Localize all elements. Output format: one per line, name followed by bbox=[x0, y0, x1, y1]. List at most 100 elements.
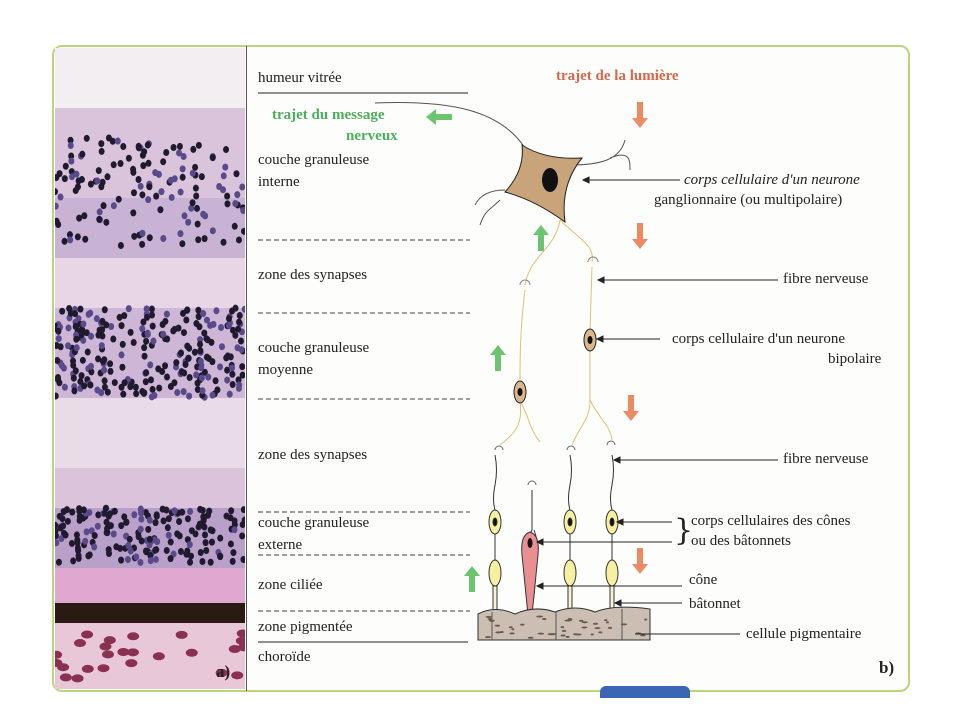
nucleus-dot bbox=[82, 235, 89, 243]
layer-label-inner-granular-2: interne bbox=[258, 174, 300, 190]
nucleus-dot bbox=[130, 168, 137, 176]
pigment-cell-label: cellule pigmentaire bbox=[746, 626, 862, 642]
nucleus-dot bbox=[160, 158, 167, 166]
nucleus-dot bbox=[137, 525, 144, 533]
nucleus-dot bbox=[209, 358, 216, 366]
nucleus-dot bbox=[146, 516, 153, 524]
layer-label-middle-granular-2: moyenne bbox=[258, 362, 313, 378]
nucleus-dot bbox=[239, 371, 245, 379]
nucleus-dot bbox=[146, 234, 153, 242]
nucleus-dot bbox=[175, 324, 182, 332]
nucleus-dot bbox=[189, 199, 196, 207]
nucleus-dot bbox=[67, 142, 74, 150]
choroid-cell bbox=[185, 648, 198, 657]
nucleus-dot bbox=[176, 149, 183, 157]
pigment-granule bbox=[561, 629, 567, 632]
nucleus-dot bbox=[174, 530, 181, 538]
nucleus-dot bbox=[192, 163, 199, 171]
nucleus-dot bbox=[167, 383, 174, 391]
nucleus-dot bbox=[107, 360, 114, 368]
nucleus-dot bbox=[105, 134, 112, 142]
choroid-cell bbox=[126, 648, 139, 657]
nucleus-dot bbox=[72, 367, 79, 375]
nucleus-dot bbox=[232, 200, 239, 208]
nucleus-dot bbox=[62, 531, 69, 539]
rod-fibre bbox=[568, 454, 572, 511]
pigment-granule bbox=[560, 626, 565, 629]
nucleus-dot bbox=[70, 361, 77, 369]
choroid-cell bbox=[235, 636, 245, 645]
nucleus-dot bbox=[207, 526, 214, 534]
nucleus-dot bbox=[55, 174, 60, 182]
bipolar-label-2: bipolaire bbox=[828, 351, 882, 367]
choroid-cell bbox=[81, 630, 94, 639]
nucleus-dot bbox=[67, 136, 74, 144]
nucleus-dot bbox=[149, 385, 156, 393]
bipolar-label: corps cellulaire d'un neurone bbox=[672, 331, 846, 347]
nucleus-dot bbox=[145, 525, 152, 533]
nucleus-dot bbox=[187, 558, 194, 566]
nucleus-dot bbox=[68, 539, 75, 547]
nucleus-dot bbox=[182, 361, 189, 369]
rod-nucleus bbox=[609, 517, 615, 527]
nucleus-dot bbox=[55, 202, 59, 210]
nucleus-dot bbox=[206, 507, 213, 515]
nucleus-dot bbox=[143, 305, 150, 313]
nucleus-dot bbox=[194, 204, 201, 212]
nucleus-dot bbox=[226, 321, 233, 329]
nucleus-dot bbox=[77, 377, 84, 385]
cone-cell bbox=[521, 531, 539, 616]
nucleus-dot bbox=[171, 507, 178, 515]
nucleus-dot bbox=[238, 346, 245, 354]
light-arrow-icon bbox=[632, 223, 648, 249]
nucleus-dot bbox=[55, 188, 59, 196]
nucleus-dot bbox=[176, 518, 183, 526]
choroid-cell bbox=[97, 664, 110, 673]
layer-label-vitreous: humeur vitrée bbox=[258, 70, 342, 86]
nucleus-dot bbox=[121, 312, 128, 320]
nucleus-dot bbox=[223, 512, 230, 520]
nucleus-dot bbox=[91, 532, 98, 540]
nucleus-dot bbox=[110, 161, 117, 169]
nucleus-dot bbox=[81, 382, 88, 390]
choroid-cell bbox=[236, 629, 245, 638]
nucleus-dot bbox=[101, 356, 108, 364]
nucleus-dot bbox=[187, 507, 194, 515]
nucleus-dot bbox=[162, 317, 169, 325]
light-arrow-icon bbox=[632, 548, 648, 574]
nucleus-dot bbox=[193, 192, 200, 200]
ganglion-nucleus bbox=[542, 168, 558, 192]
nucleus-dot bbox=[72, 187, 79, 195]
pigment-cell-layer bbox=[477, 606, 651, 641]
pigment-granule bbox=[605, 621, 609, 624]
nucleus-dot bbox=[55, 356, 61, 364]
rod-inner-segment bbox=[563, 559, 577, 587]
nucleus-dot bbox=[86, 551, 93, 559]
nucleus-dot bbox=[71, 387, 78, 395]
nucleus-dot bbox=[102, 504, 109, 512]
nucleus-dot bbox=[188, 204, 195, 212]
nucleus-dot bbox=[167, 555, 174, 563]
nucleus-dot bbox=[107, 510, 114, 518]
pigment-granule bbox=[488, 619, 495, 622]
nucleus-dot bbox=[165, 531, 172, 539]
nucleus-dot bbox=[133, 553, 140, 561]
nucleus-dot bbox=[111, 507, 118, 515]
pigment-granule bbox=[607, 626, 613, 629]
pigment-granule bbox=[575, 633, 582, 636]
nucleus-dot bbox=[214, 386, 221, 394]
nucleus-dot bbox=[91, 543, 98, 551]
nucleus-dot bbox=[140, 162, 147, 170]
nucleus-dot bbox=[140, 318, 147, 326]
nucleus-dot bbox=[152, 555, 159, 563]
nucleus-dot bbox=[123, 518, 130, 526]
nucleus-dot bbox=[160, 235, 167, 243]
nucleus-dot bbox=[151, 392, 158, 400]
nucleus-dot bbox=[200, 310, 207, 318]
nucleus-dot bbox=[80, 320, 87, 328]
nucleus-dot bbox=[205, 373, 212, 381]
layer-label-pigmented: zone pigmentée bbox=[258, 619, 353, 635]
nucleus-dot bbox=[197, 548, 204, 556]
nucleus-dot bbox=[142, 378, 149, 386]
nucleus-dot bbox=[139, 229, 146, 237]
